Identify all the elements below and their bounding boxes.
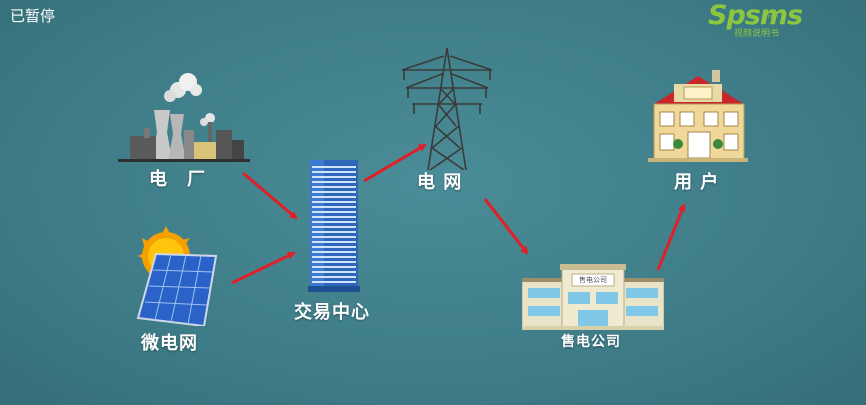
- window-row: [312, 231, 356, 233]
- power-plant-icon: [118, 73, 250, 162]
- window-row: [312, 256, 356, 258]
- retail-company-building-icon: [522, 264, 664, 330]
- window-row: [312, 216, 356, 218]
- logo-brand: Spsms: [708, 0, 803, 31]
- label-power-grid: 电 网: [417, 172, 463, 193]
- solar-panel-icon: [136, 226, 218, 326]
- window-row: [312, 191, 356, 193]
- window-row: [312, 276, 356, 278]
- window-row: [312, 211, 356, 213]
- window-row: [312, 226, 356, 228]
- window-row: [312, 236, 356, 238]
- window-row: [312, 246, 356, 248]
- label-user: 用 户: [674, 172, 720, 193]
- window-row: [312, 271, 356, 273]
- house-icon: [648, 70, 748, 162]
- window-row: [312, 166, 356, 168]
- window-row: [312, 186, 356, 188]
- window-row: [312, 196, 356, 198]
- window-row: [312, 241, 356, 243]
- window-row: [312, 266, 356, 268]
- spsms-logo: Spsms .com 视频说明书: [706, 0, 803, 40]
- retail-company-sign: 售电公司: [579, 276, 607, 284]
- skyscraper-icon: [308, 160, 360, 292]
- logo-subtitle: 视频说明书: [734, 29, 780, 39]
- arrow-grid-to-retail: [483, 198, 529, 255]
- window-row: [312, 201, 356, 203]
- window-row: [312, 171, 356, 173]
- label-microgrid: 微电网: [141, 333, 198, 354]
- label-power-plant: 电 厂: [149, 169, 206, 190]
- logo-domain: .com: [766, 14, 779, 20]
- arrow-exchange-to-grid: [363, 143, 427, 183]
- window-row: [312, 281, 356, 283]
- paused-indicator: 已暂停: [10, 7, 56, 25]
- arrow-plant-to-exchange: [242, 171, 298, 220]
- arrow-retail-to-user: [656, 203, 686, 271]
- label-exchange-center: 交易中心: [294, 302, 370, 323]
- window-row: [312, 221, 356, 223]
- transmission-tower-icon: [401, 48, 493, 170]
- label-retail-company: 售电公司: [561, 334, 621, 350]
- window-row: [312, 251, 356, 253]
- window-row: [312, 181, 356, 183]
- window-row: [312, 261, 356, 263]
- arrow-microgrid-to-exchange: [231, 251, 296, 285]
- window-row: [312, 176, 356, 178]
- window-row: [312, 206, 356, 208]
